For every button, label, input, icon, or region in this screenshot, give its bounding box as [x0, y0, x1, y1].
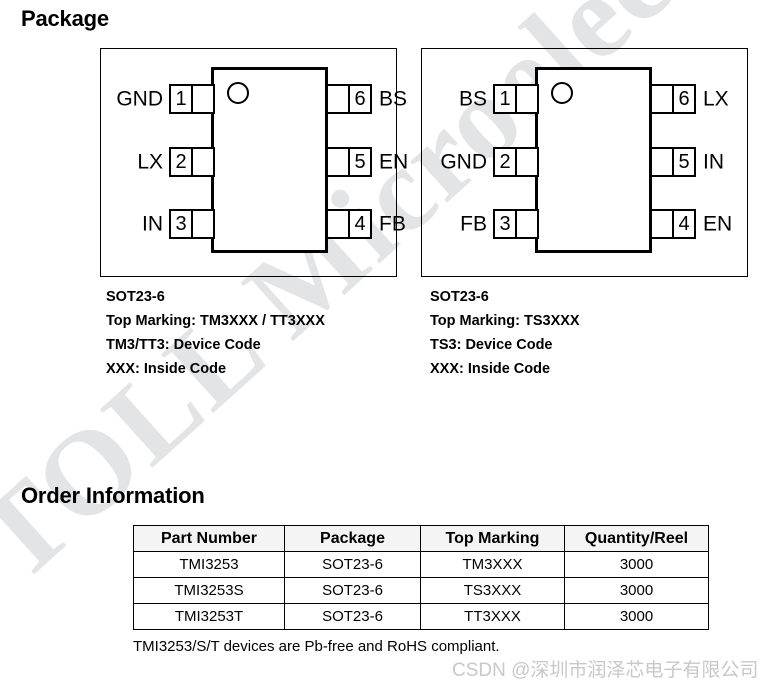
csdn-watermark: CSDN @深圳市润泽芯电子有限公司 [452, 660, 759, 681]
pin-2-label: GND [440, 150, 487, 174]
pin-6-label: LX [703, 87, 729, 111]
pin-1-number: 1 [171, 86, 193, 112]
pin-6-number: 6 [672, 86, 694, 112]
caption-line: SOT23-6 [106, 289, 165, 305]
pin-2-number: 2 [495, 149, 517, 175]
pin-4-label: FB [379, 212, 406, 236]
column-header-top-marking: Top Marking [420, 525, 565, 552]
package-diagram-2: 1 2 3 6 5 4 BS GND FB LX IN EN [421, 48, 748, 277]
pin-2-lead [193, 149, 213, 175]
pin-3: 3 [169, 209, 215, 239]
package-diagram-1: 1 2 3 6 5 4 GND LX IN BS EN FB [100, 48, 408, 277]
pin-4-lead [652, 211, 672, 237]
pin-2-lead [517, 149, 537, 175]
cell-part-number: TMI3253 [133, 551, 285, 578]
pin-3-label: FB [460, 212, 487, 236]
package-diagram-2-canvas: 1 2 3 6 5 4 BS GND FB LX IN EN [422, 49, 747, 276]
pin1-marker-dot-icon [551, 82, 573, 104]
pin-3-label: IN [142, 212, 163, 236]
table-row: TMI3253T SOT23-6 TT3XXX 3000 [133, 603, 709, 630]
order-information-table: Part Number Package Top Marking Quantity… [133, 525, 709, 630]
cell-top-marking: TT3XXX [420, 603, 565, 630]
pin-3: 3 [493, 209, 539, 239]
pin-4-number: 4 [348, 211, 370, 237]
pin-6-number: 6 [348, 86, 370, 112]
caption-line: TM3/TT3: Device Code [106, 337, 261, 353]
caption-line: Top Marking: TS3XXX [430, 313, 580, 329]
pin-3-number: 3 [171, 211, 193, 237]
cell-top-marking: TM3XXX [420, 551, 565, 578]
cell-quantity-reel: 3000 [564, 551, 709, 578]
pin-5: 5 [650, 147, 696, 177]
column-header-package: Package [284, 525, 421, 552]
pin-6: 6 [650, 84, 696, 114]
pin-5-lead [652, 149, 672, 175]
column-header-part-number: Part Number [133, 525, 285, 552]
pin-1-label: BS [458, 87, 487, 111]
pin-5-label: IN [703, 150, 724, 174]
caption-line: TS3: Device Code [430, 337, 553, 353]
chip-body-1 [211, 67, 328, 253]
pin-4: 4 [650, 209, 696, 239]
column-header-quantity-reel: Quantity/Reel [564, 525, 709, 552]
page-title-order-information: Order Information [21, 483, 205, 508]
pin-6: 6 [326, 84, 372, 114]
package-diagram-1-canvas: 1 2 3 6 5 4 GND LX IN BS EN FB [101, 49, 408, 276]
package-2-caption: SOT23-6 Top Marking: TS3XXX TS3: Device … [430, 285, 580, 381]
pin-4-lead [328, 211, 348, 237]
package-1-caption: SOT23-6 Top Marking: TM3XXX / TT3XXX TM3… [106, 285, 325, 381]
cell-part-number: TMI3253S [133, 577, 285, 604]
pin-6-lead [652, 86, 672, 112]
pin-4-label: EN [703, 212, 733, 236]
pin-5-number: 5 [672, 149, 694, 175]
caption-line: XXX: Inside Code [430, 361, 551, 377]
pin-1-number: 1 [495, 86, 517, 112]
pin-4-number: 4 [672, 211, 694, 237]
cell-package: SOT23-6 [284, 603, 421, 630]
cell-quantity-reel: 3000 [564, 603, 709, 630]
pin-2: 2 [493, 147, 539, 177]
order-table-note: TMI3253/S/T devices are Pb-free and RoHS… [133, 638, 500, 655]
table-row: TMI3253 SOT23-6 TM3XXX 3000 [133, 551, 709, 578]
pin-1: 1 [169, 84, 215, 114]
table-header-row: Part Number Package Top Marking Quantity… [133, 525, 709, 552]
pin-2-number: 2 [171, 149, 193, 175]
pin-3-lead [193, 211, 213, 237]
cell-top-marking: TS3XXX [420, 577, 565, 604]
cell-part-number: TMI3253T [133, 603, 285, 630]
cell-package: SOT23-6 [284, 577, 421, 604]
pin-6-label: BS [379, 87, 408, 111]
pin1-marker-dot-icon [227, 82, 249, 104]
pin-3-number: 3 [495, 211, 517, 237]
caption-line: SOT23-6 [430, 289, 489, 305]
pin-6-lead [328, 86, 348, 112]
pin-5-number: 5 [348, 149, 370, 175]
pin-3-lead [517, 211, 537, 237]
cell-package: SOT23-6 [284, 551, 421, 578]
chip-body-2 [535, 67, 652, 253]
caption-line: Top Marking: TM3XXX / TT3XXX [106, 313, 325, 329]
pin-1-label: GND [116, 87, 163, 111]
pin-1-lead [193, 86, 213, 112]
table-row: TMI3253S SOT23-6 TS3XXX 3000 [133, 577, 709, 604]
page-title-package: Package [21, 6, 109, 31]
pin-4: 4 [326, 209, 372, 239]
pin-5: 5 [326, 147, 372, 177]
pin-1: 1 [493, 84, 539, 114]
pin-5-lead [328, 149, 348, 175]
pin-2: 2 [169, 147, 215, 177]
pin-1-lead [517, 86, 537, 112]
caption-line: XXX: Inside Code [106, 361, 227, 377]
cell-quantity-reel: 3000 [564, 577, 709, 604]
pin-5-label: EN [379, 150, 409, 174]
pin-2-label: LX [137, 150, 163, 174]
